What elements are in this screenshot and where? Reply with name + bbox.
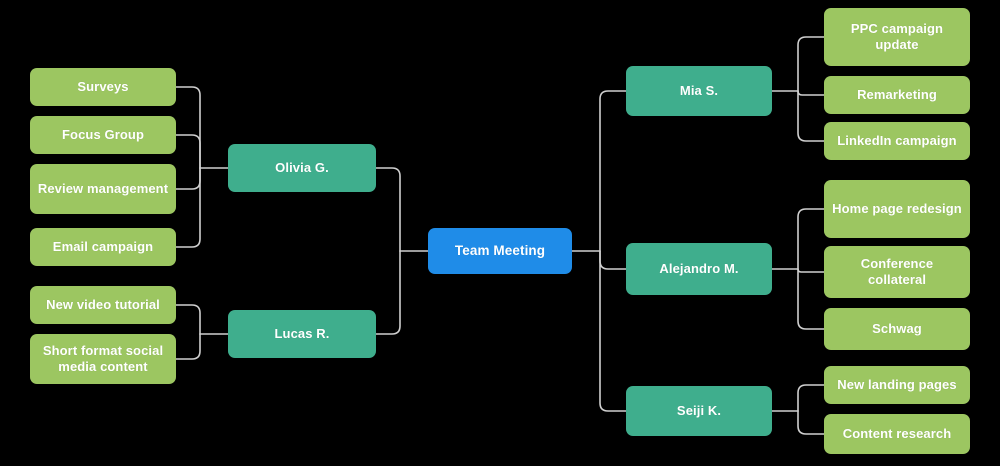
task-label: Short format social media content <box>42 342 164 374</box>
task-label: New landing pages <box>837 376 957 392</box>
task-label: Conference collateral <box>860 255 934 287</box>
conn-right-person-1-2 <box>797 268 825 330</box>
person-node-seiji-k[interactable]: Seiji K. <box>626 386 772 436</box>
task-node-new-video-tutorial[interactable]: New video tutorial <box>30 286 176 324</box>
task-node-new-landing-pages[interactable]: New landing pages <box>824 366 970 404</box>
task-label: New video tutorial <box>46 296 160 312</box>
conn-root-right-0 <box>599 90 627 252</box>
conn-left-person-1-0 <box>175 304 201 335</box>
task-label: Review management <box>37 180 169 196</box>
task-label: Home page redesign <box>832 200 962 216</box>
conn-right-person-0-0 <box>797 36 825 92</box>
task-label: Surveys <box>77 78 129 94</box>
person-node-alejandro-m[interactable]: Alejandro M. <box>626 243 772 295</box>
task-node-surveys[interactable]: Surveys <box>30 68 176 106</box>
task-label: Schwag <box>872 320 922 336</box>
task-label: Focus Group <box>62 126 144 142</box>
task-node-short-format-social-media-content[interactable]: Short format social media content <box>30 334 176 384</box>
conn-right-person-1-1 <box>797 268 825 273</box>
task-label: PPC campaign update <box>850 20 944 52</box>
conn-right-person-0-1 <box>797 90 825 96</box>
task-label: Email campaign <box>52 238 154 254</box>
conn-left-person-0-3 <box>175 167 201 248</box>
conn-right-person-0-2 <box>797 90 825 142</box>
conn-right-person-1-0 <box>797 208 825 270</box>
person-label: Olivia G. <box>275 159 329 175</box>
conn-left-person-1-1 <box>175 333 201 360</box>
conn-root-left-1 <box>375 250 401 335</box>
task-node-linkedin-campaign[interactable]: LinkedIn campaign <box>824 122 970 160</box>
conn-right-person-2-1 <box>797 410 825 435</box>
task-node-focus-group[interactable]: Focus Group <box>30 116 176 154</box>
person-label: Alejandro M. <box>659 260 739 276</box>
person-node-mia-s[interactable]: Mia S. <box>626 66 772 116</box>
root-label: Team Meeting <box>454 242 546 258</box>
conn-right-person-2-0 <box>797 384 825 412</box>
person-label: Mia S. <box>679 82 719 98</box>
conn-left-person-0-1 <box>175 134 201 169</box>
task-node-schwag[interactable]: Schwag <box>824 308 970 350</box>
conn-root-right-2 <box>599 250 627 412</box>
task-node-email-campaign[interactable]: Email campaign <box>30 228 176 266</box>
task-node-review-management[interactable]: Review management <box>30 164 176 214</box>
root-node-team-meeting[interactable]: Team Meeting <box>428 228 572 274</box>
person-node-olivia-g[interactable]: Olivia G. <box>228 144 376 192</box>
person-label: Lucas R. <box>274 325 330 341</box>
conn-root-left-0 <box>375 167 401 252</box>
task-node-home-page-redesign[interactable]: Home page redesign <box>824 180 970 238</box>
task-node-content-research[interactable]: Content research <box>824 414 970 454</box>
conn-left-person-0-2 <box>175 167 201 190</box>
task-label: Remarketing <box>857 86 937 102</box>
task-node-ppc-campaign-update[interactable]: PPC campaign update <box>824 8 970 66</box>
task-node-remarketing[interactable]: Remarketing <box>824 76 970 114</box>
task-label: LinkedIn campaign <box>837 132 957 148</box>
person-node-lucas-r[interactable]: Lucas R. <box>228 310 376 358</box>
task-node-conference-collateral[interactable]: Conference collateral <box>824 246 970 298</box>
task-label: Content research <box>842 425 952 441</box>
conn-root-right-1 <box>599 250 627 270</box>
conn-left-person-0-0 <box>175 86 201 169</box>
person-label: Seiji K. <box>676 402 722 418</box>
